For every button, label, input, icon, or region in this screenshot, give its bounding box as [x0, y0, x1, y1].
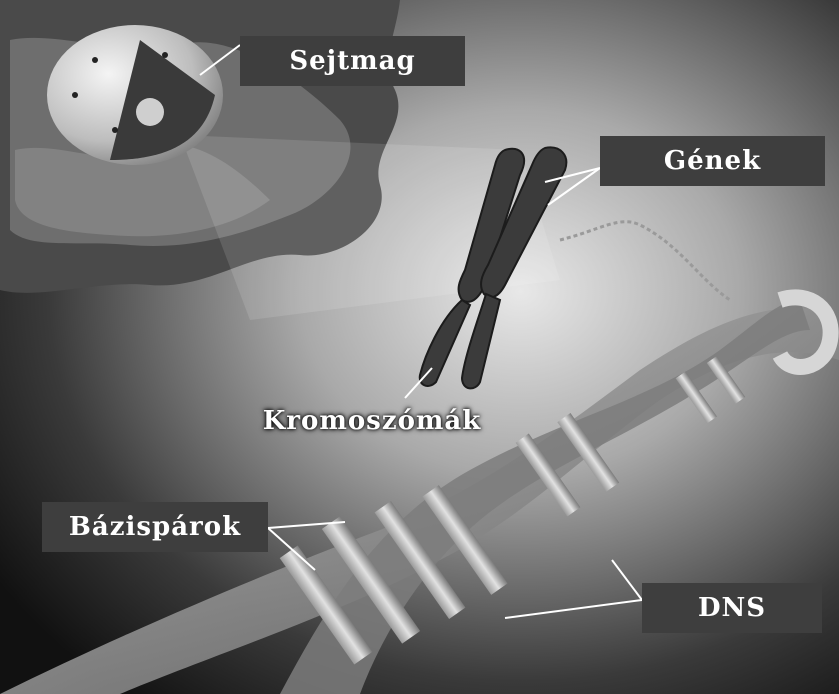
nucleus-drawing: [47, 25, 223, 165]
label-genes: Gének: [600, 136, 825, 186]
label-chromosomes: Kromoszómák: [262, 398, 482, 444]
label-nucleus: Sejtmag: [240, 36, 465, 86]
label-dna: DNS: [642, 583, 822, 633]
label-base-pairs: Bázispárok: [42, 502, 268, 552]
